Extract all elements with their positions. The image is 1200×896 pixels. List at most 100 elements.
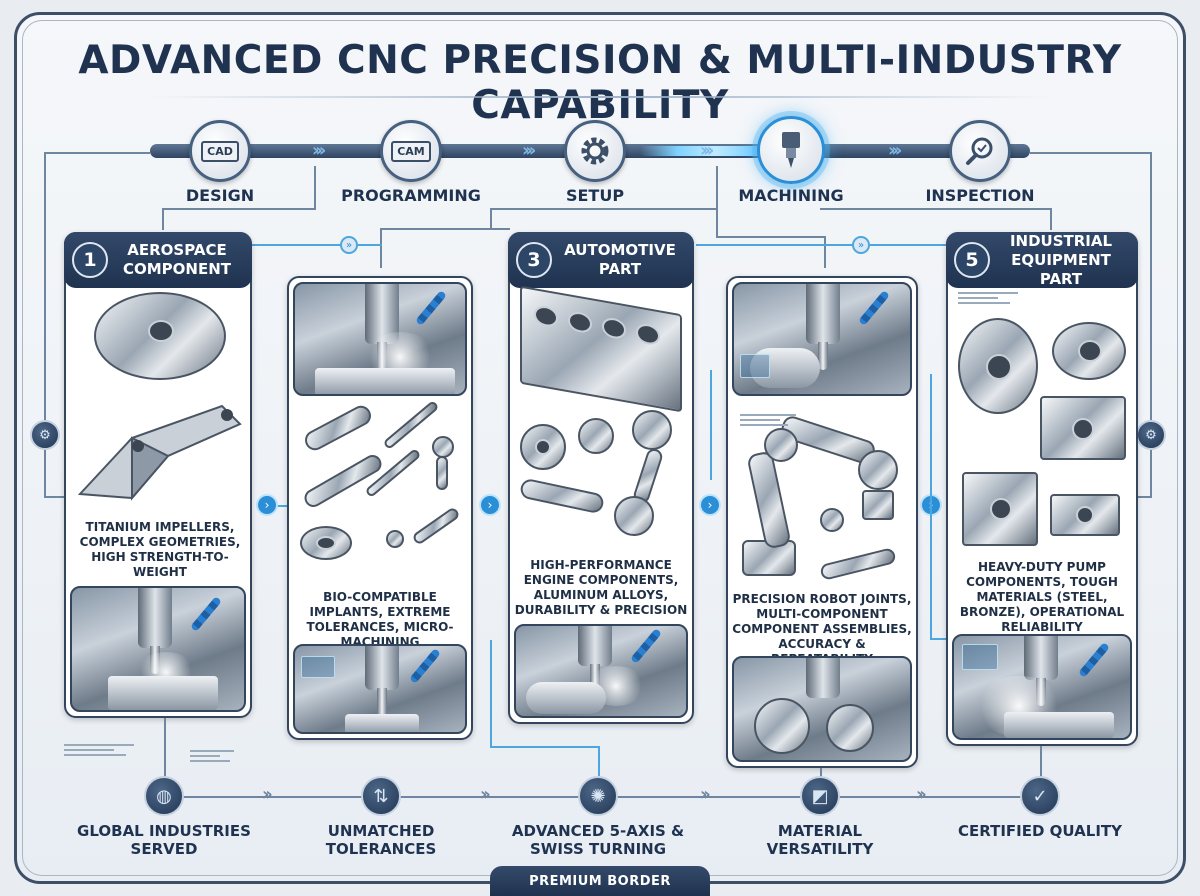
page-title: ADVANCED CNC PRECISION & MULTI-INDUSTRY … <box>78 38 1122 128</box>
hud-panel <box>740 354 770 378</box>
cam-node-label: CAM <box>391 140 431 162</box>
flow-line <box>252 244 382 246</box>
fitting-port <box>1076 506 1094 524</box>
cylinder-bore <box>636 322 660 347</box>
flow-arrow-icon: › <box>699 494 721 516</box>
spindle-icon[interactable] <box>757 116 825 184</box>
connector-line <box>820 208 1052 210</box>
coolant-hose <box>630 628 662 664</box>
spindle <box>138 588 172 648</box>
connector-line <box>164 718 166 796</box>
flow-arrow-icon: › <box>479 494 501 516</box>
flow-arrow-icon: » <box>852 236 870 254</box>
machining-photo <box>293 644 467 734</box>
decorative-readout <box>64 744 134 759</box>
bracket-part <box>77 404 242 501</box>
shield-check-icon: ✓ <box>1020 776 1060 816</box>
coolant-hose <box>409 648 441 684</box>
flow-line <box>490 746 600 748</box>
flow-line <box>930 374 932 640</box>
feature-global-industries: GLOBAL INDUSTRIES SERVED <box>77 822 251 858</box>
panel-header-industrial: 5 INDUSTRIAL EQUIPMENT PART <box>946 232 1138 288</box>
gear-part <box>826 704 874 752</box>
workpiece <box>108 676 218 710</box>
panel-description: TITANIUM IMPELLERS, COMPLEX GEOMETRIES, … <box>79 520 241 579</box>
magnifier-check-icon[interactable] <box>949 120 1011 182</box>
flow-line <box>490 640 492 748</box>
workpiece <box>345 714 419 732</box>
panel-title: INDUSTRIAL EQUIPMENT PART <box>1009 231 1113 288</box>
step-label-setup: SETUP <box>565 186 625 205</box>
coolant-hose <box>415 290 447 326</box>
piston-part <box>632 410 672 450</box>
valve-block-part <box>1040 396 1126 460</box>
gear-bore <box>535 439 551 455</box>
flow-arrow-icon: » <box>340 236 358 254</box>
feature-quality: CERTIFIED QUALITY <box>957 822 1122 840</box>
flow-line <box>598 746 600 776</box>
workpiece <box>315 368 455 394</box>
connector-line <box>716 236 826 238</box>
spindle <box>806 284 840 344</box>
spindle <box>1024 636 1058 680</box>
flange-bore <box>1078 340 1102 362</box>
chevron-icon: ››› <box>522 140 536 161</box>
tool-tip <box>377 688 387 716</box>
spindle <box>806 658 840 698</box>
gear-glyph <box>581 137 609 165</box>
gear-part <box>520 424 566 470</box>
machining-photo <box>293 282 467 396</box>
step-label-inspection: INSPECTION <box>925 186 1035 205</box>
connector-line <box>490 208 492 230</box>
panel-description: HEAVY-DUTY PUMP COMPONENTS, TOUGH MATERI… <box>959 560 1125 634</box>
flange-part <box>1052 322 1126 380</box>
step-label-machining: MACHINING <box>738 186 844 205</box>
step-label-design: DESIGN <box>185 186 255 205</box>
connector-line <box>1040 746 1042 796</box>
cam-screen-icon[interactable]: CAM <box>380 120 442 182</box>
manifold-port <box>990 498 1012 520</box>
connector-line <box>1050 208 1052 230</box>
panel-header-aerospace: 1 AEROSPACE COMPONENT <box>64 232 252 288</box>
hud-panel <box>962 644 998 670</box>
turbine-icon: ✺ <box>578 776 618 816</box>
connector-line <box>824 236 826 268</box>
pump-impeller-part <box>958 318 1038 414</box>
cad-screen-icon[interactable]: CAD <box>189 120 251 182</box>
machining-photo <box>732 282 912 396</box>
washer-part <box>386 530 404 548</box>
right-loop-top <box>1030 152 1152 154</box>
step-label-programming: PROGRAMMING <box>341 186 481 205</box>
panel-number: 1 <box>72 242 108 278</box>
chevron-icon: ›› <box>700 784 711 805</box>
loop-badge-right-icon: ⚙ <box>1136 420 1166 450</box>
decorative-readout <box>958 292 1018 307</box>
chevron-icon: ››› <box>700 140 714 161</box>
coolant-hose <box>190 596 222 632</box>
joint-ball-part <box>432 436 454 458</box>
connector-line <box>162 208 164 230</box>
machining-photo <box>70 586 246 712</box>
gear-icon[interactable] <box>564 120 626 182</box>
cylinder-bore <box>534 304 558 329</box>
panel-header-automotive: 3 AUTOMOTIVE PART <box>508 232 694 288</box>
left-loop-line <box>44 152 46 497</box>
chevron-icon: ››› <box>312 140 326 161</box>
feature-tolerances: UNMATCHED TOLERANCES <box>325 822 437 858</box>
connector-line <box>314 166 316 210</box>
panel-description: BIO-COMPATIBLE IMPLANTS, EXTREME TOLERAN… <box>306 590 454 649</box>
fitting-block-part <box>1050 494 1120 536</box>
tool-tip <box>818 342 828 370</box>
connector-line <box>380 228 510 230</box>
chevron-icon: ›› <box>480 784 491 805</box>
right-loop-line <box>1150 152 1152 497</box>
machining-photo <box>952 634 1132 740</box>
chevron-icon: ›› <box>262 784 273 805</box>
robot-wrist-part <box>862 490 894 520</box>
connector-line <box>162 208 316 210</box>
title-divider <box>150 96 1050 98</box>
magnifier-glyph <box>966 137 993 165</box>
flow-line <box>710 370 712 480</box>
machining-photo <box>514 624 688 718</box>
feature-material: MATERIAL VERSATILITY <box>766 822 874 858</box>
